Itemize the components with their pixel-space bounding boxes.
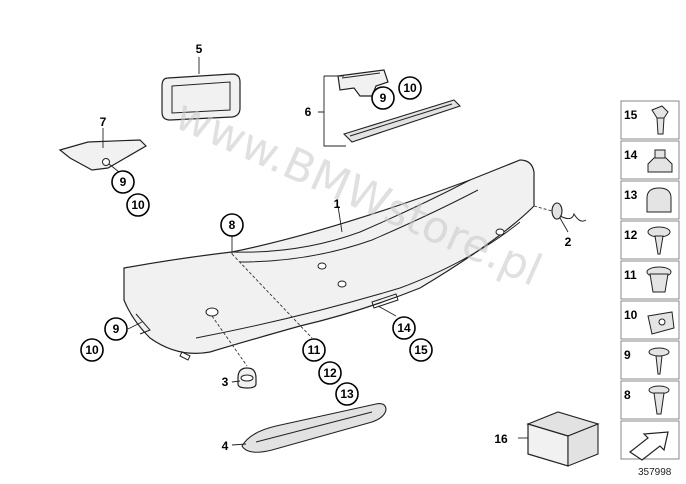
callout-11: 11 bbox=[302, 338, 326, 362]
diagram-number: 357998 bbox=[638, 467, 672, 478]
callout-12: 12 bbox=[318, 361, 342, 385]
svg-text:13: 13 bbox=[340, 387, 354, 401]
part-4-grille bbox=[241, 403, 387, 453]
label-2: 2 bbox=[565, 235, 572, 249]
part-16-box bbox=[526, 411, 600, 467]
svg-text:9: 9 bbox=[380, 91, 387, 105]
sidebar-tile-13: 13 bbox=[620, 180, 680, 220]
svg-text:8: 8 bbox=[624, 388, 631, 402]
svg-text:9: 9 bbox=[113, 322, 120, 336]
label-6: 6 bbox=[305, 105, 312, 119]
svg-text:9: 9 bbox=[624, 348, 631, 362]
sidebar-tile-11: 11 bbox=[620, 260, 680, 300]
callout-15: 15 bbox=[409, 338, 433, 362]
sidebar-tile-arrow bbox=[620, 420, 680, 461]
svg-text:10: 10 bbox=[85, 343, 99, 357]
callout-14: 14 bbox=[392, 316, 416, 340]
sidebar-tile-8: 8 bbox=[620, 380, 680, 420]
svg-text:11: 11 bbox=[624, 268, 637, 282]
svg-text:10: 10 bbox=[403, 81, 417, 95]
part-5-lamp bbox=[161, 73, 241, 121]
part-7-bracket bbox=[58, 139, 147, 171]
callout-10-top-right: 10 bbox=[398, 76, 422, 100]
callout-10-left-lower: 10 bbox=[80, 338, 104, 362]
part-3-plug bbox=[237, 367, 257, 389]
label-7: 7 bbox=[100, 115, 107, 129]
svg-text:9: 9 bbox=[120, 175, 127, 189]
arrow-icon bbox=[628, 431, 669, 461]
sidebar-tile-10: 10 bbox=[620, 300, 680, 340]
label-3: 3 bbox=[222, 375, 229, 389]
svg-text:15: 15 bbox=[414, 343, 428, 357]
svg-text:12: 12 bbox=[323, 366, 337, 380]
sidebar-tile-12: 12 bbox=[620, 220, 680, 260]
svg-text:14: 14 bbox=[624, 148, 638, 162]
svg-text:10: 10 bbox=[131, 198, 145, 212]
callout-8: 8 bbox=[220, 213, 244, 237]
sidebar-tile-15: 15 bbox=[620, 100, 680, 140]
svg-text:12: 12 bbox=[624, 228, 638, 242]
svg-text:15: 15 bbox=[624, 108, 638, 122]
callout-9-top-right: 9 bbox=[371, 86, 395, 110]
part-1-bumper bbox=[123, 159, 535, 361]
svg-text:13: 13 bbox=[624, 188, 638, 202]
callout-9-left-upper: 9 bbox=[111, 170, 135, 194]
leader-lines bbox=[102, 57, 569, 446]
label-5: 5 bbox=[196, 42, 203, 56]
part-6-holder bbox=[337, 69, 462, 143]
callout-10-left-upper: 10 bbox=[126, 193, 150, 217]
sidebar-tile-14: 14 bbox=[620, 140, 680, 180]
svg-text:8: 8 bbox=[229, 218, 236, 232]
svg-text:11: 11 bbox=[308, 343, 321, 357]
callout-9-left-lower: 9 bbox=[104, 317, 128, 341]
svg-text:14: 14 bbox=[397, 321, 411, 335]
label-4: 4 bbox=[222, 439, 229, 453]
label-1: 1 bbox=[334, 197, 341, 211]
part-2-sensor bbox=[533, 202, 587, 222]
svg-text:10: 10 bbox=[624, 308, 638, 322]
sidebar-tile-9: 9 bbox=[620, 340, 680, 380]
callout-13: 13 bbox=[335, 382, 359, 406]
label-16: 16 bbox=[494, 432, 508, 446]
